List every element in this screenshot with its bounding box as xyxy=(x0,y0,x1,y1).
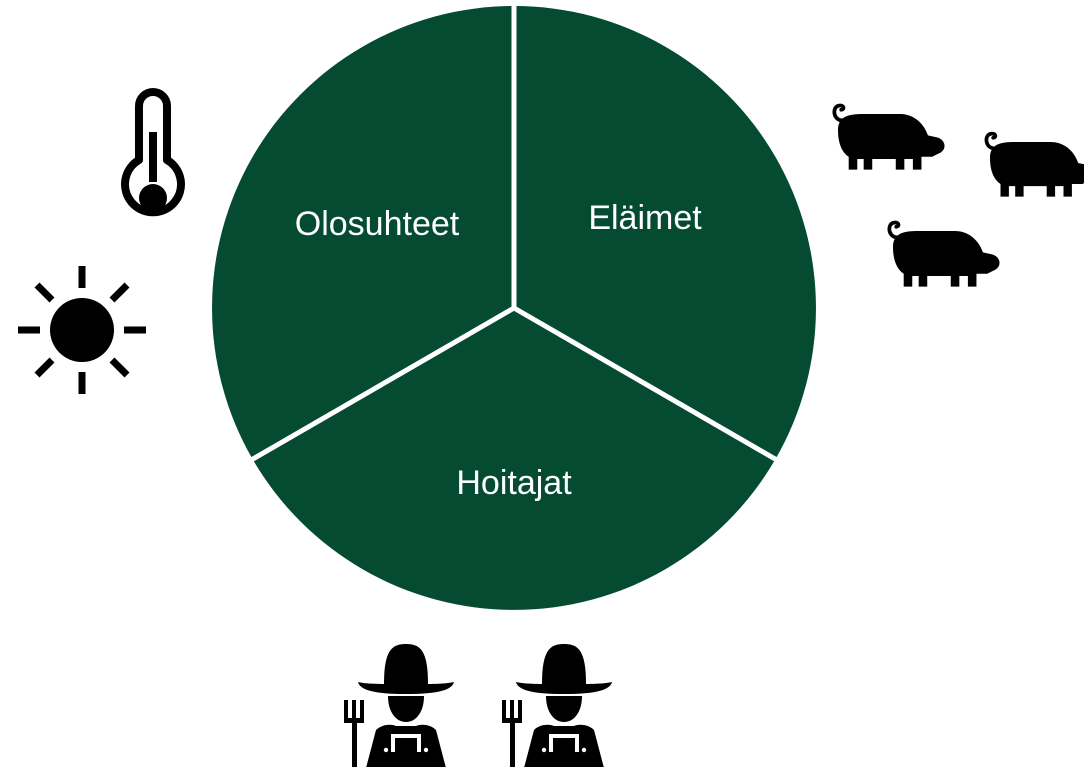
segment-label-hoitajat: Hoitajat xyxy=(456,464,572,502)
pie-diagram: Olosuhteet Eläimet Hoitajat xyxy=(212,4,816,610)
segment-label-olosuhteet: Olosuhteet xyxy=(295,205,460,243)
segment-label-elaimet: Eläimet xyxy=(588,199,702,237)
sun-icon xyxy=(18,266,146,394)
farmer-icon xyxy=(344,644,454,767)
farmer-icon xyxy=(502,644,612,767)
segment-olosuhteet[interactable] xyxy=(212,6,514,459)
pig-icon xyxy=(832,103,947,172)
segment-elaimet[interactable] xyxy=(514,6,816,459)
pig-icon xyxy=(984,131,1084,199)
segment-dividers xyxy=(250,4,778,462)
pig-icon xyxy=(887,220,1002,289)
thermometer-icon xyxy=(121,88,185,217)
segment-hoitajat[interactable] xyxy=(252,308,776,610)
